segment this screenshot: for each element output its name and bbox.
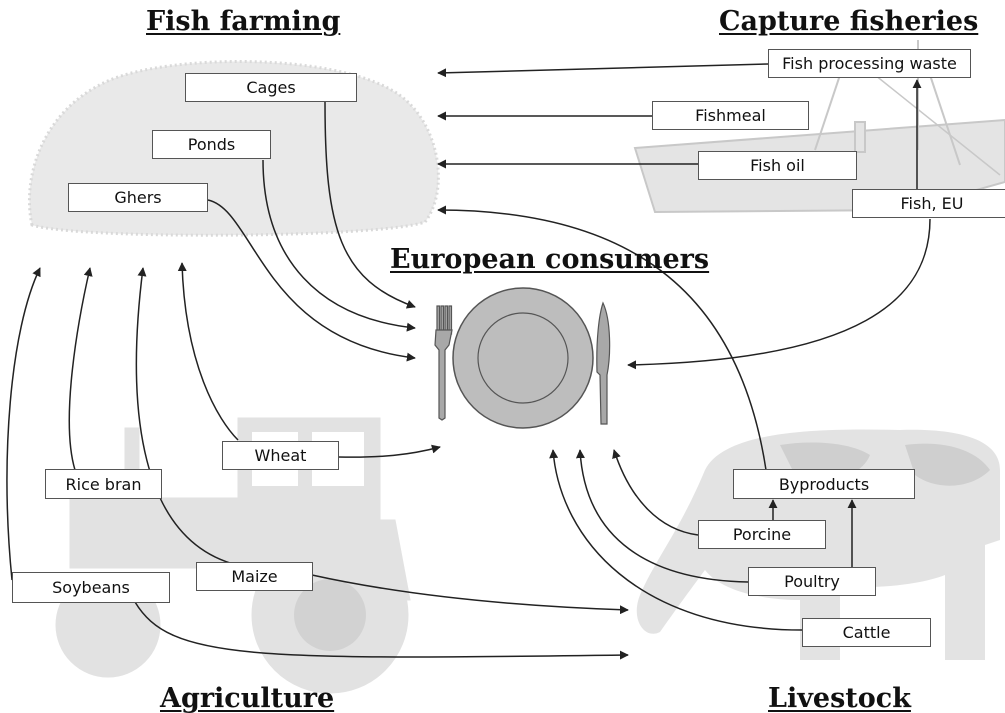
heading-capture-fisheries: Capture fisheries [719, 6, 979, 37]
node-byproducts: Byproducts [733, 469, 915, 499]
node-fish-processing-waste: Fish processing waste [768, 49, 971, 78]
node-wheat: Wheat [222, 441, 339, 470]
plate-fork-knife-icon [434, 287, 611, 429]
node-cages: Cages [185, 73, 357, 102]
node-fish-oil: Fish oil [698, 151, 857, 180]
node-fishmeal: Fishmeal [652, 101, 809, 130]
node-cattle: Cattle [802, 618, 931, 647]
node-porcine: Porcine [698, 520, 826, 549]
flow-arrows [6, 63, 931, 660]
heading-livestock: Livestock [768, 683, 911, 713]
node-ponds: Ponds [152, 130, 271, 159]
node-soybeans: Soybeans [12, 572, 170, 603]
node-poultry: Poultry [748, 567, 876, 596]
heading-fish-farming: Fish farming [146, 6, 341, 37]
heading-european-consumers: European consumers [390, 244, 710, 275]
node-maize: Maize [196, 562, 313, 591]
node-fish-eu: Fish, EU [852, 189, 1005, 218]
node-rice-bran: Rice bran [45, 469, 162, 499]
heading-agriculture: Agriculture [160, 683, 335, 713]
node-ghers: Ghers [68, 183, 208, 212]
